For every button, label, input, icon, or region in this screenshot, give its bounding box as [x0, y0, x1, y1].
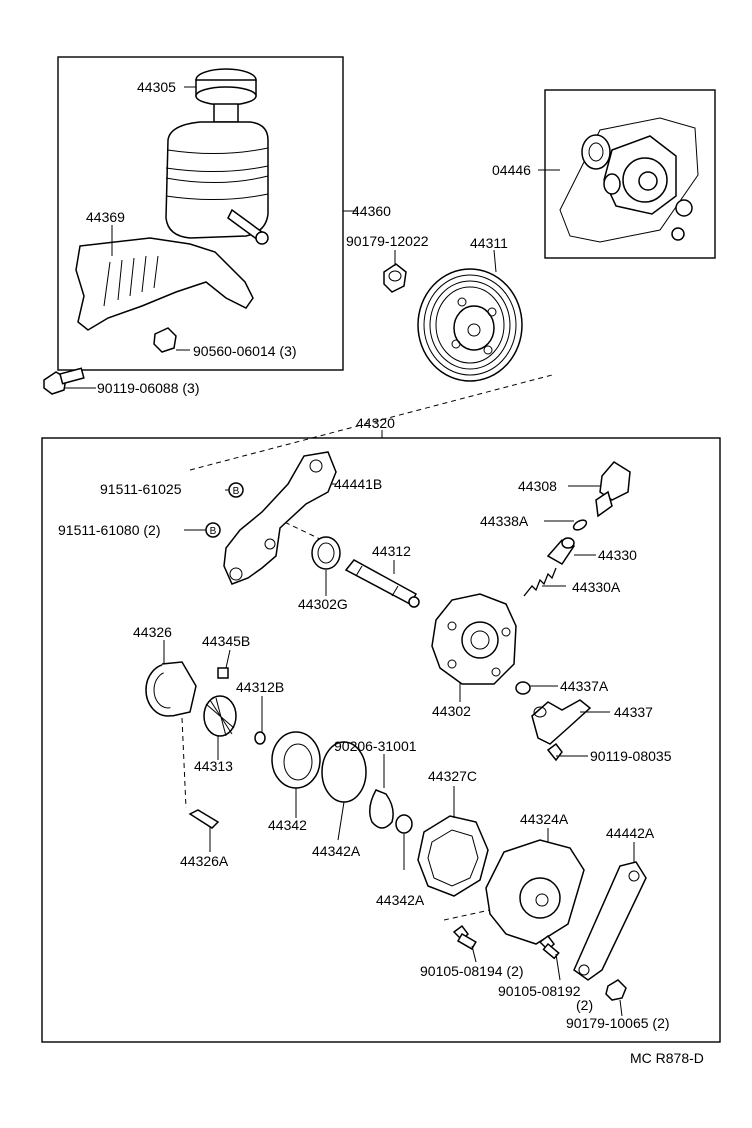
o-ring-44342a-small: [395, 814, 413, 834]
part-label-91511-61025: 91511-61025: [100, 481, 182, 497]
bolt-90105-08194: [452, 924, 477, 950]
part-label-44302: 44302: [432, 703, 471, 719]
leader-lines: [64, 86, 635, 1017]
bearing-44302g: [311, 536, 341, 570]
pump-body-44302: [431, 593, 517, 685]
spring-44330a: [523, 567, 557, 597]
part-label-90105-08192: 90105-08192: [498, 983, 581, 999]
part-label-44330: 44330: [598, 547, 637, 563]
o-ring-44337a: [515, 681, 531, 695]
part-label-44342: 44342: [268, 817, 307, 833]
part-label-04446: 04446: [492, 162, 531, 178]
pump-assembly-box: [41, 437, 721, 1043]
part-label-44360: 44360: [352, 203, 391, 219]
spring-clip-90206: [369, 789, 394, 829]
snap-ring-44312b: [254, 731, 266, 745]
part-label-44312b: 44312B: [236, 679, 284, 695]
bracket-44441b: [223, 451, 337, 585]
part-label-90179-12022: 90179-12022: [346, 233, 429, 249]
part-label-44324a: 44324A: [520, 811, 569, 827]
part-label-44337: 44337: [614, 704, 653, 720]
projection-line-44324a: [443, 909, 491, 921]
nut-90179-12022: [383, 263, 407, 293]
part-label-44308: 44308: [518, 478, 557, 494]
nut-90560: [153, 327, 177, 353]
bracket-44442a: [573, 861, 647, 981]
part-label-90206-31001: 90206-31001: [334, 738, 417, 754]
part-label-44342a-2: 44342A: [376, 892, 425, 908]
gasket-kit-parts: [559, 117, 699, 243]
part-label-44441b: 44441B: [334, 476, 382, 492]
part-label-44313: 44313: [194, 758, 233, 774]
part-label-44345b: 44345B: [202, 633, 250, 649]
callout-b-2-text: B: [210, 526, 217, 537]
vane-44345b: [217, 667, 229, 679]
valve-44330: [546, 537, 576, 565]
nut-90179-10065: [605, 979, 627, 1001]
part-label-91511-61080: 91511-61080 (2): [58, 522, 160, 538]
shaft-44312: [344, 559, 420, 608]
union-fitting-44337: [531, 699, 592, 745]
union-fitting-44308: [595, 461, 631, 518]
part-label-90560: 90560-06014 (3): [193, 343, 297, 359]
reservoir-group-box: [57, 56, 344, 371]
part-label-44302g: 44302G: [298, 596, 348, 612]
diagram-code: MC R878-D: [630, 1050, 704, 1066]
bolt-90105-08192: [538, 934, 560, 960]
o-ring-44338a: [572, 519, 588, 531]
bolt-90119-08035: [546, 742, 563, 762]
bolt-callout-b-2: B: [205, 522, 221, 538]
part-label-44326a: 44326A: [180, 853, 229, 869]
part-label-44312: 44312: [372, 543, 411, 559]
part-label-44311: 44311: [470, 235, 508, 251]
reservoir-bracket: [75, 237, 254, 331]
part-label-90179-10065: 90179-10065 (2): [566, 1015, 670, 1031]
rear-cover-44324a: [485, 839, 585, 945]
part-label-90105-08192-qty: (2): [576, 997, 593, 1013]
part-label-44442a: 44442A: [606, 825, 655, 841]
part-label-44320: 44320: [356, 415, 395, 431]
gasket-kit-box: [544, 89, 716, 259]
rotor-44313: [203, 695, 237, 737]
oil-reservoir-tank: [165, 68, 269, 245]
part-label-44369: 44369: [86, 209, 125, 225]
cam-ring-44326: [145, 661, 197, 717]
projection-line-44326a: [181, 717, 187, 809]
part-label-90119-08035: 90119-08035: [590, 748, 672, 764]
part-label-44305: 44305: [137, 79, 176, 95]
callout-b-1-text: B: [233, 486, 240, 497]
part-label-44330a: 44330A: [572, 579, 621, 595]
part-label-44338a: 44338A: [480, 513, 529, 529]
gasket-44327c: [417, 815, 489, 897]
pin-44326a: [188, 809, 220, 829]
pulley-44311: [417, 268, 523, 382]
part-label-44342a-1: 44342A: [312, 843, 361, 859]
part-label-44327c: 44327C: [428, 768, 477, 784]
part-label-90105-08194: 90105-08194 (2): [420, 963, 524, 979]
part-label-90119-06088: 90119-06088 (3): [97, 380, 199, 396]
bolt-90119-06088: [43, 367, 85, 395]
part-label-44337a: 44337A: [560, 678, 609, 694]
part-label-44326: 44326: [133, 624, 172, 640]
bolt-callout-b-1: B: [228, 482, 244, 498]
front-plate-44342: [271, 731, 321, 789]
